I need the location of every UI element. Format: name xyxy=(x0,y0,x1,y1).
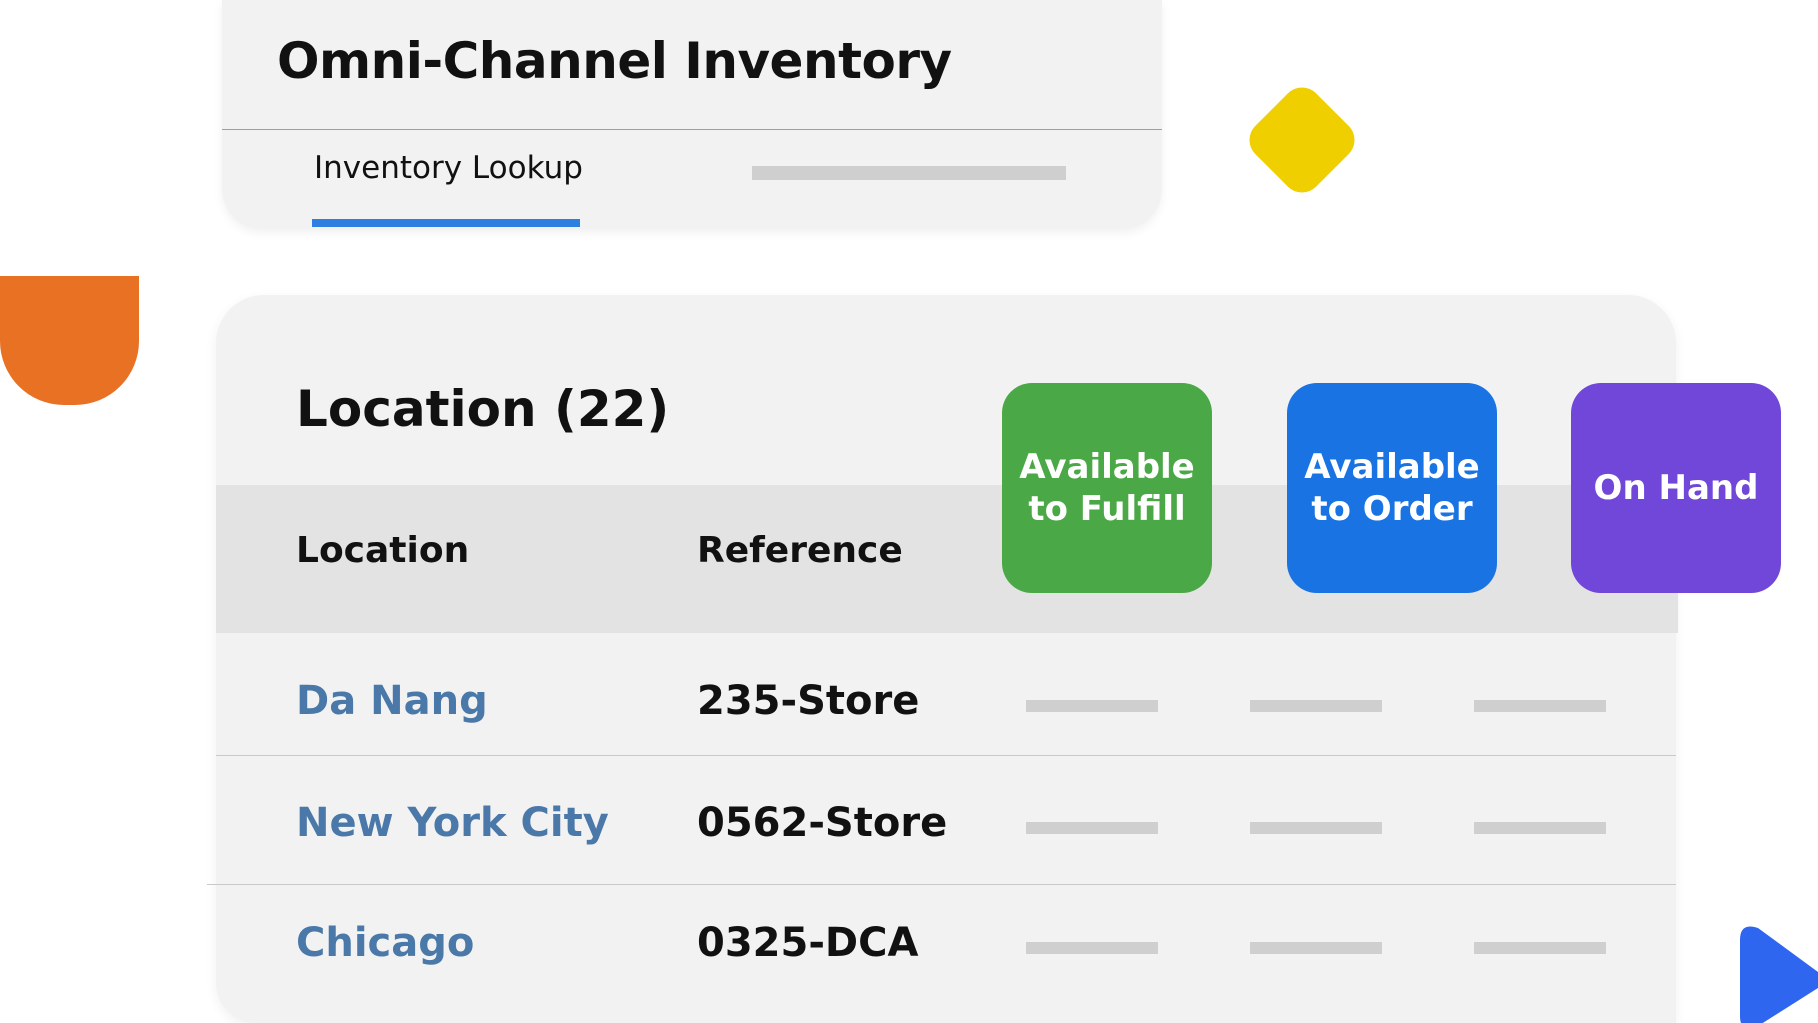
available-to-order-placeholder xyxy=(1250,822,1382,834)
row-divider xyxy=(207,884,1676,885)
available-to-order-badge[interactable]: Available to Order xyxy=(1287,383,1497,593)
play-triangle-icon xyxy=(1740,926,1818,1023)
location-table-card: Location (22) Location Reference Availab… xyxy=(207,295,1781,1023)
row-location-link[interactable]: Da Nang xyxy=(296,678,488,724)
app-title: Omni-Channel Inventory xyxy=(277,32,952,90)
on-hand-placeholder xyxy=(1474,822,1606,834)
row-reference: 0562-Store xyxy=(697,800,948,846)
on-hand-placeholder xyxy=(1474,942,1606,954)
row-reference: 0325-DCA xyxy=(697,920,919,966)
available-to-order-placeholder xyxy=(1250,700,1382,712)
tab-inventory-lookup[interactable]: Inventory Lookup xyxy=(314,150,583,186)
available-to-fulfill-placeholder xyxy=(1026,822,1158,834)
active-tab-indicator xyxy=(312,219,580,227)
column-header-reference[interactable]: Reference xyxy=(697,530,903,571)
available-to-order-placeholder xyxy=(1250,942,1382,954)
available-to-fulfill-placeholder xyxy=(1026,942,1158,954)
app-header-card: Omni-Channel Inventory Inventory Lookup xyxy=(222,0,1162,229)
row-location-link[interactable]: Chicago xyxy=(296,920,475,966)
row-divider xyxy=(216,755,1676,756)
orange-decor-shape xyxy=(0,276,139,405)
row-reference: 235-Store xyxy=(697,678,920,724)
on-hand-badge[interactable]: On Hand xyxy=(1571,383,1781,593)
available-to-fulfill-badge[interactable]: Available to Fulfill xyxy=(1002,383,1212,593)
location-count-title: Location (22) xyxy=(296,380,670,438)
row-location-link[interactable]: New York City xyxy=(296,800,609,846)
header-divider xyxy=(222,129,1162,130)
available-to-fulfill-placeholder xyxy=(1026,700,1158,712)
available-to-fulfill-label: Available to Fulfill xyxy=(1019,446,1195,530)
yellow-diamond-shape xyxy=(1241,79,1363,201)
on-hand-label: On Hand xyxy=(1593,467,1759,508)
available-to-order-label: Available to Order xyxy=(1304,446,1480,530)
on-hand-placeholder xyxy=(1474,700,1606,712)
tab-placeholder-bar xyxy=(752,166,1066,180)
column-header-location[interactable]: Location xyxy=(296,530,470,571)
